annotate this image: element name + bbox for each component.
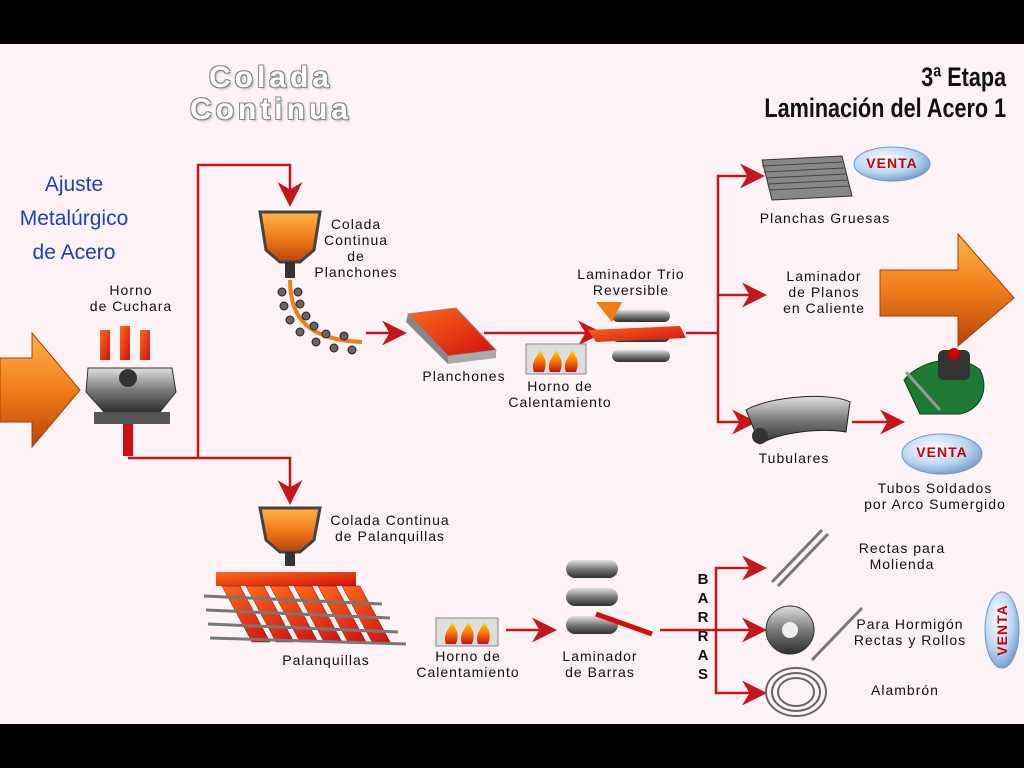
label-laminador-trio: Laminador Trio Reversible [577, 266, 685, 298]
billets-icon [203, 572, 407, 646]
venta-text-2: VENTA [916, 444, 968, 460]
label-horno-calentamiento-1: Horno de Calentamiento [508, 378, 612, 410]
billet-caster-icon [258, 506, 322, 566]
flow-lines [128, 163, 905, 706]
label-palanquillas: Palanquillas [282, 652, 370, 668]
slabs-icon [406, 307, 498, 364]
reheating-furnace-2-icon [435, 617, 499, 647]
stage-title: 3ª Etapa Laminación del Acero 1 [764, 62, 1006, 124]
rebar-coil-icon [765, 605, 864, 662]
label-laminador-barras: Laminador de Barras [562, 648, 638, 680]
hot-strip-mill-arrow-icon [879, 232, 1015, 348]
venta-text-1: VENTA [866, 155, 918, 171]
label-planchas-gruesas: Planchas Gruesas [759, 210, 891, 226]
label-alambron: Alambrón [871, 682, 939, 698]
thick-plates-icon [761, 155, 853, 201]
side-title: Ajuste Metalúrgico de Acero [19, 173, 129, 264]
label-tubulares: Tubulares [758, 450, 830, 466]
venta-text-3: VENTA [994, 604, 1010, 656]
tubes-icon [745, 395, 851, 445]
ladle-furnace-icon [85, 326, 177, 456]
label-colada-planchones: Colada Continua de Planchones [314, 216, 398, 280]
reheating-furnace-icon [525, 343, 587, 375]
bottom-band [0, 724, 1024, 768]
venta-badge-3 [984, 591, 1020, 669]
label-colada-palanquillas: Colada Continua de Palanquillas [330, 512, 450, 544]
bar-mill-icon [566, 560, 653, 637]
top-band [0, 0, 1024, 44]
input-arrow-icon [0, 331, 81, 449]
straight-bars-icon [770, 528, 830, 588]
label-hormigon: Para Hormigón Rectas y Rollos [853, 616, 967, 648]
stage-title-line-2: Laminación del Acero 1 [764, 93, 1006, 123]
venta-badge-2 [901, 433, 983, 475]
barras-text: BARRAS [697, 571, 709, 683]
welder-icon [903, 348, 985, 415]
label-planchones: Planchones [422, 368, 506, 384]
label-barras: BARRAS [694, 570, 712, 684]
stage-title-line-1: 3ª Etapa [921, 62, 1006, 92]
venta-badge-1 [853, 146, 931, 182]
label-horno-cuchara: Horno de Cuchara [89, 282, 173, 314]
label-rectas-molienda: Rectas para Molienda [858, 540, 946, 572]
trio-mill-icon [588, 302, 686, 362]
section-title: Colada Continua [190, 61, 352, 126]
label-laminador-planos: Laminador de Planos en Caliente [783, 268, 865, 316]
label-tubos-soldados: Tubos Soldados por Arco Sumergido [864, 480, 1006, 512]
slab-caster-icon [258, 210, 363, 355]
label-horno-calentamiento-2: Horno de Calentamiento [416, 648, 520, 680]
wire-rod-coil-icon [765, 667, 827, 717]
